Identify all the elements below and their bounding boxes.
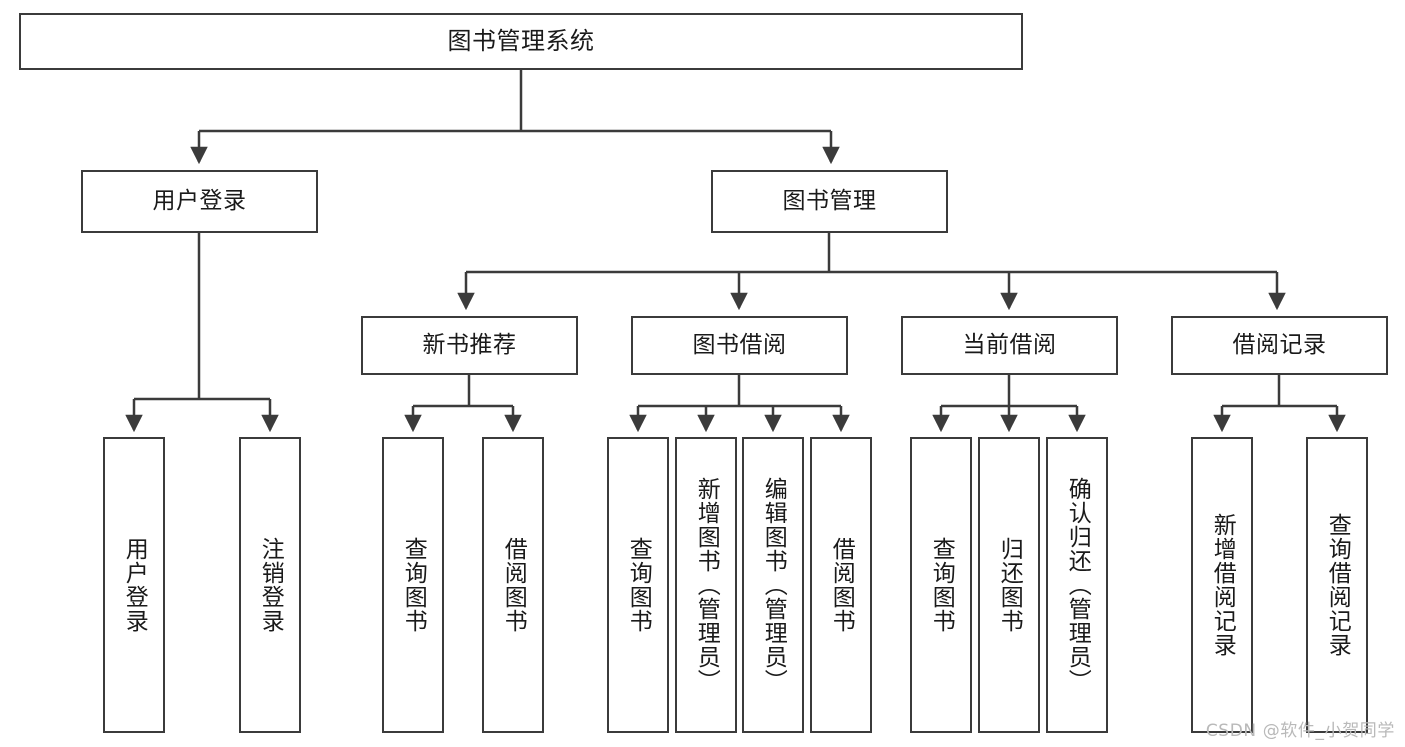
node-label: 新增借阅记录 [1209,513,1236,657]
node-new-book-recommendation[interactable]: 新书推荐 [361,316,578,375]
node-root-system[interactable]: 图书管理系统 [19,13,1023,70]
leaf-query-books-recommendation[interactable]: 查询图书 [382,437,444,733]
node-label: 查询图书 [400,537,427,633]
node-label: 注销登录 [257,537,284,633]
leaf-add-borrowing-record[interactable]: 新增借阅记录 [1191,437,1253,733]
leaf-confirm-return-admin[interactable]: 确认归还（管理员） [1046,437,1108,733]
node-label: 图书管理系统 [447,27,595,56]
node-borrowing-records[interactable]: 借阅记录 [1171,316,1388,375]
leaf-query-books-current[interactable]: 查询图书 [910,437,972,733]
node-label: 确认归还（管理员） [1064,477,1091,693]
node-label: 新书推荐 [422,331,517,358]
node-label: 新增图书（管理员） [693,477,720,693]
leaf-borrow-books-recommendation[interactable]: 借阅图书 [482,437,544,733]
node-label: 图书借阅 [692,331,787,358]
node-label: 图书管理 [782,187,877,214]
node-book-management[interactable]: 图书管理 [711,170,948,233]
leaf-edit-book-admin[interactable]: 编辑图书（管理员） [742,437,804,733]
node-label: 归还图书 [996,537,1023,633]
node-user-login[interactable]: 用户登录 [81,170,318,233]
node-label: 借阅图书 [500,537,527,633]
node-label: 用户登录 [121,537,148,633]
leaf-return-books[interactable]: 归还图书 [978,437,1040,733]
csdn-watermark: CSDN @软件_小贺同学 [1205,721,1395,741]
node-label: 借阅记录 [1232,331,1327,358]
node-label: 查询借阅记录 [1324,513,1351,657]
node-label: 用户登录 [152,187,247,214]
leaf-query-borrowing-record[interactable]: 查询借阅记录 [1306,437,1368,733]
leaf-user-login[interactable]: 用户登录 [103,437,165,733]
leaf-logout[interactable]: 注销登录 [239,437,301,733]
node-label: 借阅图书 [828,537,855,633]
node-label: 当前借阅 [962,331,1057,358]
leaf-borrow-books-borrowing[interactable]: 借阅图书 [810,437,872,733]
node-label: 查询图书 [928,537,955,633]
node-label: 查询图书 [625,537,652,633]
node-label: 编辑图书（管理员） [760,477,787,693]
leaf-add-book-admin[interactable]: 新增图书（管理员） [675,437,737,733]
node-current-borrowing[interactable]: 当前借阅 [901,316,1118,375]
node-book-borrowing[interactable]: 图书借阅 [631,316,848,375]
leaf-query-books-borrowing[interactable]: 查询图书 [607,437,669,733]
